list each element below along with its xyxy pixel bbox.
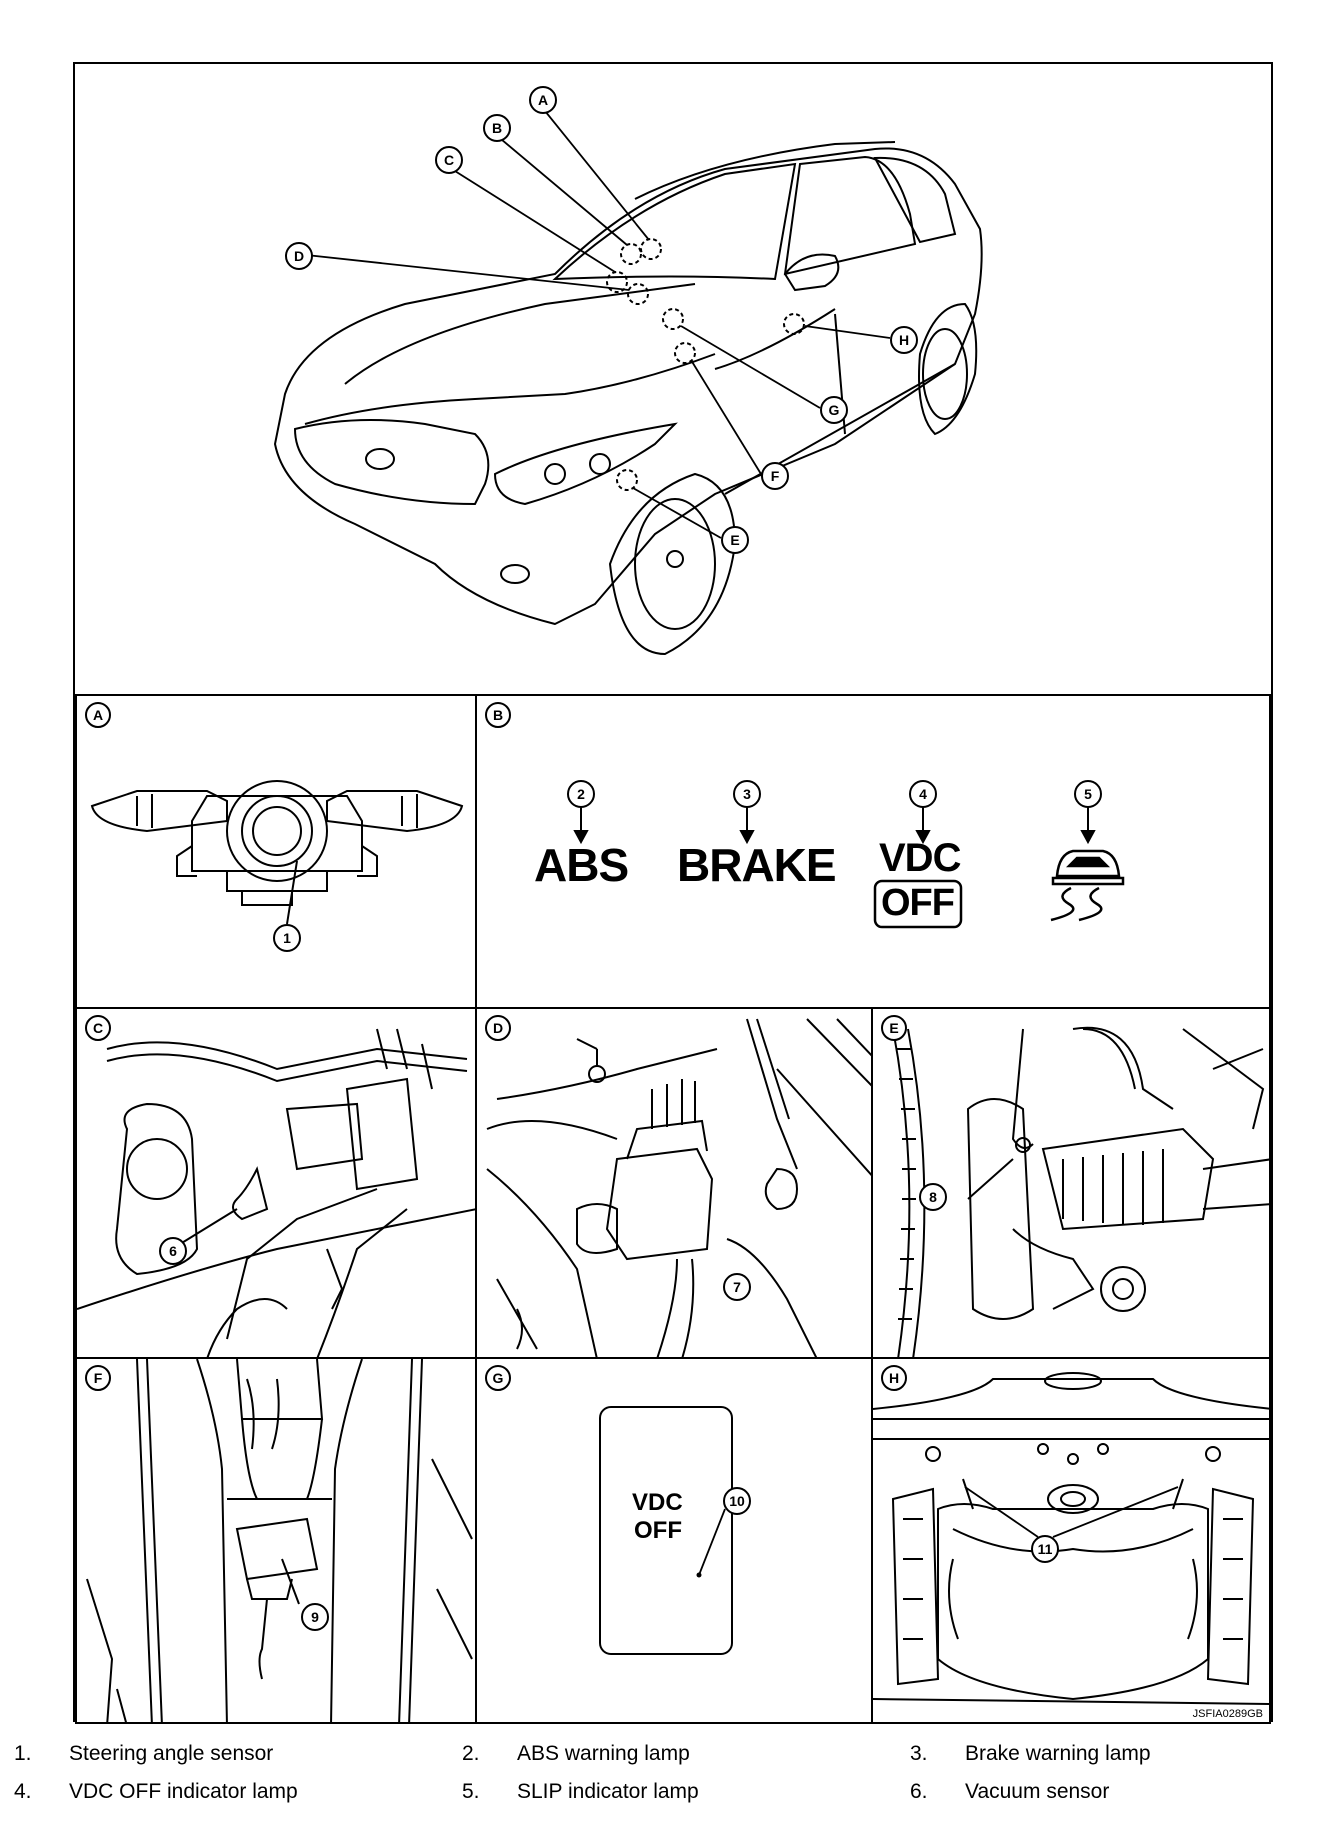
panel-d-label: D xyxy=(485,1015,511,1041)
legend-number: 6. xyxy=(910,1780,928,1803)
callout-5: 5 xyxy=(1074,780,1102,808)
legend-text: SLIP indicator lamp xyxy=(517,1780,699,1803)
slip-indicator-icon xyxy=(1050,849,1125,922)
legend-number: 5. xyxy=(462,1780,480,1803)
panel-b-label: B xyxy=(485,702,511,728)
vdc-off-switch-text-line2: OFF xyxy=(634,1517,682,1544)
panel-f-yaw-rate-sensor: F 9 xyxy=(75,1357,477,1724)
vdc-off-box xyxy=(873,879,963,929)
callout-4: 4 xyxy=(909,780,937,808)
panel-e-label: E xyxy=(881,1015,907,1041)
location-b-marker xyxy=(620,243,642,265)
callout-2: 2 xyxy=(567,780,595,808)
vehicle-illustration xyxy=(273,105,983,656)
legend-text: Vacuum sensor xyxy=(965,1780,1110,1803)
location-g-marker xyxy=(662,308,684,330)
callout-3: 3 xyxy=(733,780,761,808)
wheel-sensor-illustration xyxy=(892,1026,1269,1357)
abs-warning-lamp-text: ABS xyxy=(534,839,629,891)
callout-10: 10 xyxy=(723,1487,751,1515)
panel-h-label: H xyxy=(881,1365,907,1391)
panel-h-rear-wheel-sensors: H xyxy=(871,1357,1271,1724)
callout-location-d: D xyxy=(285,242,313,270)
panel-f-label: F xyxy=(85,1365,111,1391)
callout-location-a: A xyxy=(529,86,557,114)
location-e-marker xyxy=(616,469,638,491)
callout-location-c: C xyxy=(435,146,463,174)
panel-b-combination-meter: B 2 3 4 5 ABS BRAKE VDC OFF xyxy=(475,694,1271,1009)
vdc-lamp-text-line2: OFF xyxy=(881,882,955,924)
callout-location-f: F xyxy=(761,462,789,490)
legend-number: 4. xyxy=(14,1780,32,1803)
rear-axle-illustration xyxy=(873,1372,1269,1705)
panel-d-abs-actuator: D 7 xyxy=(475,1007,873,1359)
location-c-marker xyxy=(606,271,628,293)
vdc-off-switch-text-line1: VDC xyxy=(632,1489,683,1516)
legend-number: 1. xyxy=(14,1742,32,1765)
brake-warning-lamp-text: BRAKE xyxy=(677,839,837,891)
vdc-lamp-text-line1: VDC xyxy=(879,836,961,880)
panel-a-steering-angle-sensor: A 1 xyxy=(75,694,477,1009)
panel-c-label: C xyxy=(85,1015,111,1041)
vacuum-sensor-illustration xyxy=(77,1028,475,1357)
callout-11: 11 xyxy=(1031,1535,1059,1563)
steering-angle-sensor-illustration xyxy=(90,780,464,925)
abs-actuator-illustration xyxy=(486,1018,871,1357)
panel-g-label: G xyxy=(485,1365,511,1391)
callout-location-g: G xyxy=(820,396,848,424)
legend-number: 3. xyxy=(910,1742,928,1765)
legend-text: Steering angle sensor xyxy=(69,1742,274,1765)
vehicle-overview-panel: A B C D E F G H xyxy=(75,64,1271,696)
location-h-marker xyxy=(783,313,805,335)
callout-location-b: B xyxy=(483,114,511,142)
callout-7: 7 xyxy=(723,1273,751,1301)
legend-text: Brake warning lamp xyxy=(965,1742,1151,1765)
location-f-marker xyxy=(674,342,696,364)
panel-a-label: A xyxy=(85,702,111,728)
panel-g-vdc-off-switch: G VDC OFF 10 xyxy=(475,1357,873,1724)
figure-code: JSFIA0289GB xyxy=(1192,1708,1263,1720)
panel-g-leader xyxy=(696,1508,726,1578)
callout-1: 1 xyxy=(273,924,301,952)
panel-b-leaders xyxy=(573,806,1125,929)
callout-8: 8 xyxy=(919,1183,947,1211)
callout-location-h: H xyxy=(890,326,918,354)
location-d-marker xyxy=(627,283,649,305)
yaw-rate-sensor-illustration xyxy=(86,1359,473,1722)
component-location-figure: A B C D E F G H A 1 xyxy=(73,62,1273,1724)
panel-c-vacuum-sensor: C 6 xyxy=(75,1007,477,1359)
legend-number: 2. xyxy=(462,1742,480,1765)
vdc-off-switch xyxy=(599,1406,733,1655)
callout-location-e: E xyxy=(721,526,749,554)
panel-e-wheel-sensor: E 8 xyxy=(871,1007,1271,1359)
location-a-marker xyxy=(640,238,662,260)
callout-6: 6 xyxy=(159,1237,187,1265)
callout-9: 9 xyxy=(301,1603,329,1631)
legend-text: VDC OFF indicator lamp xyxy=(69,1780,298,1803)
legend-text: ABS warning lamp xyxy=(517,1742,690,1765)
